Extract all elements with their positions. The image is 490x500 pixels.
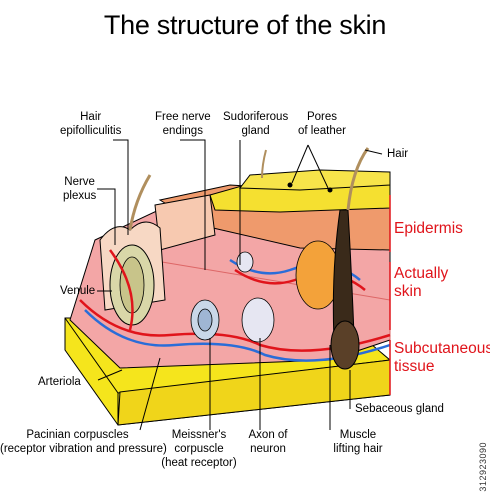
- leader-lines: [97, 139, 383, 431]
- label-sebaceous-gland: Sebaceous gland: [355, 403, 444, 415]
- layer-label-epidermis: Epidermis: [394, 220, 463, 237]
- diagram-title: The structure of the skin: [103, 10, 387, 40]
- label-arteriola: Arteriola: [38, 376, 81, 388]
- label-venule: Venule: [60, 285, 96, 297]
- label-hair: Hair: [387, 148, 409, 160]
- watermark-id: 312923090: [478, 442, 488, 492]
- hair-follicle: [330, 147, 370, 370]
- epidermis-layer: [154, 169, 391, 251]
- hair-left: [128, 149, 333, 231]
- glands: [190, 240, 341, 343]
- label-pacinian-corpuscles: Pacinian corpuscles(receptor vibration a…: [0, 429, 167, 455]
